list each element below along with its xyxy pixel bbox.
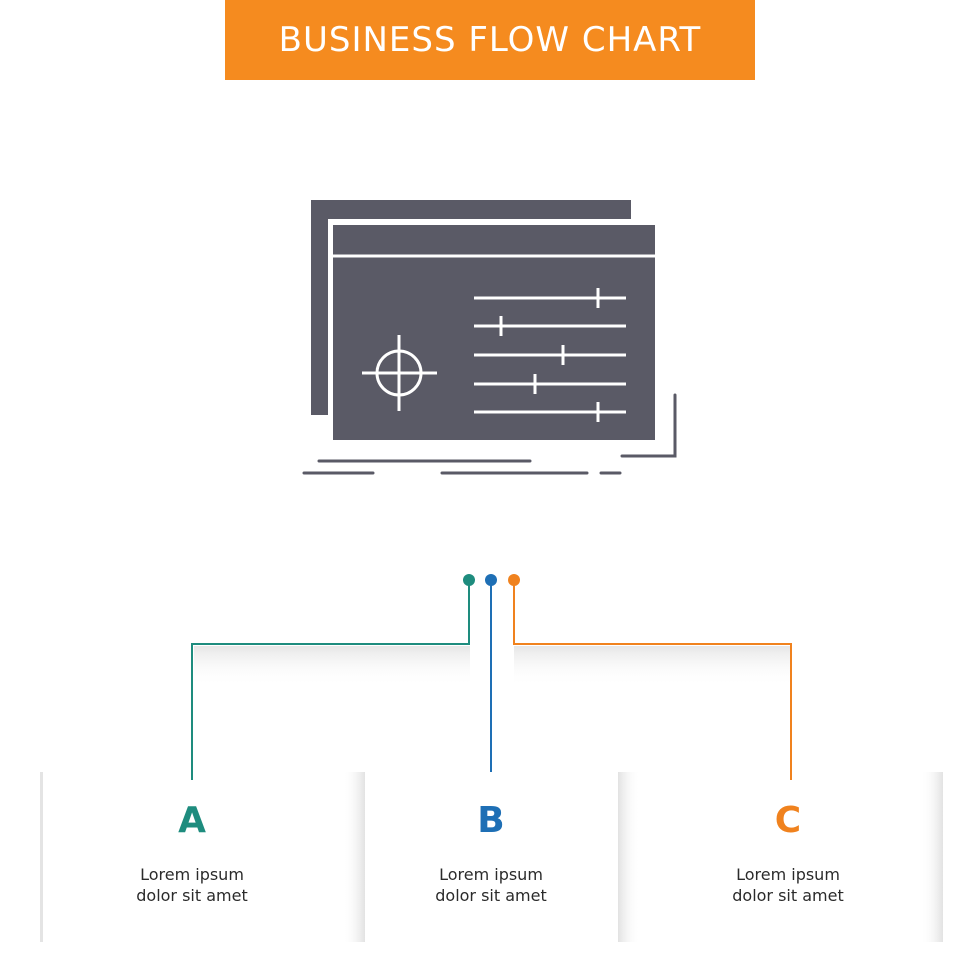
step-text-line-1: Lorem ipsum [140,865,244,884]
step-letter: C [774,800,802,841]
step-description: Lorem ipsum dolor sit amet [340,864,642,906]
decorative-lines [302,393,677,475]
step-text-line-2: dolor sit amet [136,886,248,905]
step-text-line-2: dolor sit amet [435,886,547,905]
connector-a [191,580,470,780]
connector-c [513,580,792,780]
step-text-line-1: Lorem ipsum [439,865,543,884]
title-banner: BUSINESS FLOW CHART [225,0,755,80]
step-letter: B [477,800,505,841]
step-letter: A [178,800,206,841]
connector-a-dot [463,574,475,586]
settings-window-target-sliders-icon [302,200,677,475]
step-text-line-2: dolor sit amet [732,886,844,905]
sliders-icon [474,288,626,422]
connector-b-dot [485,574,497,586]
step-card-b: B Lorem ipsum dolor sit amet [340,772,642,942]
step-card-a: A Lorem ipsum dolor sit amet [40,772,344,942]
step-card-c: C Lorem ipsum dolor sit amet [637,772,939,942]
connector-c-dot [508,574,520,586]
chart-title: BUSINESS FLOW CHART [278,20,702,60]
target-crosshair-icon [362,335,437,411]
front-window-shape [333,225,655,440]
step-text-line-1: Lorem ipsum [736,865,840,884]
step-description: Lorem ipsum dolor sit amet [40,864,344,906]
step-description: Lorem ipsum dolor sit amet [637,864,939,906]
